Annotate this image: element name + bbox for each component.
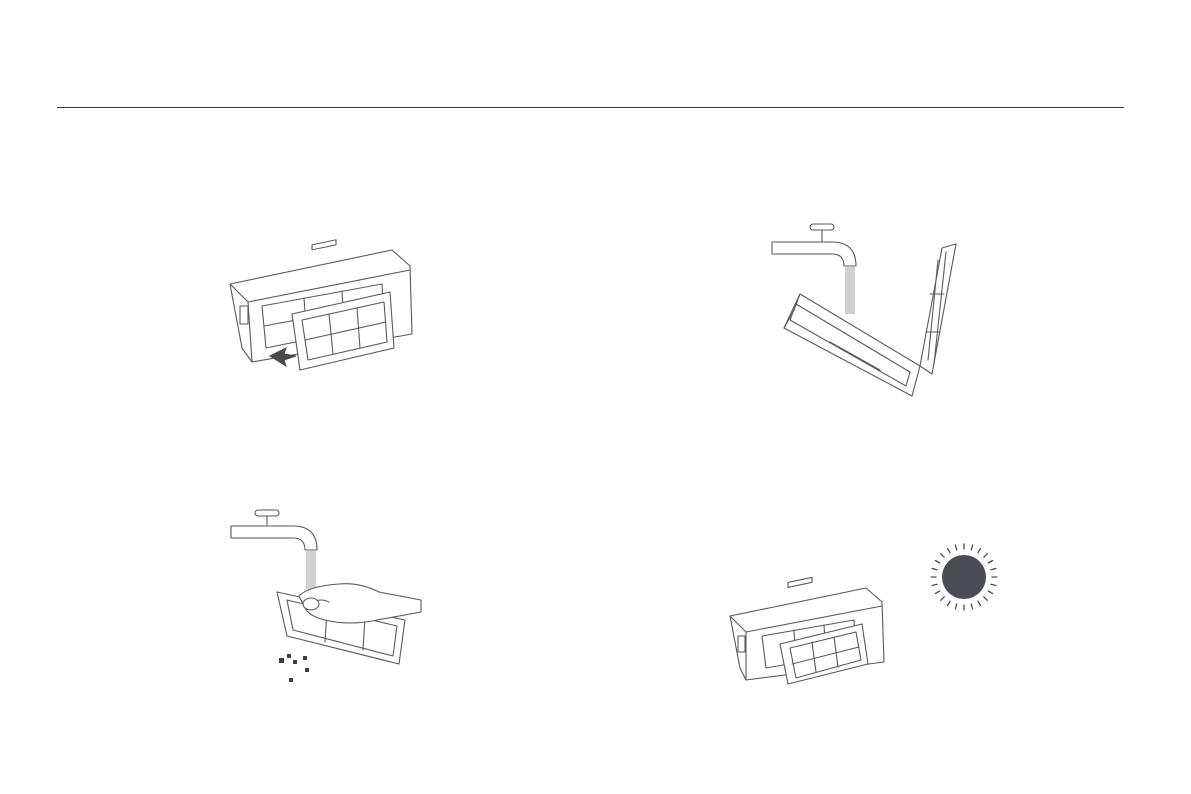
sun-icon: [942, 555, 986, 599]
water-stream: [845, 266, 855, 314]
sun-ray: [991, 584, 996, 585]
sun-ray: [932, 584, 937, 585]
faucet-hand-filter-icon: [229, 508, 429, 688]
sun-ray: [948, 548, 951, 552]
debris-particles: [279, 654, 309, 682]
sun-ray: [935, 591, 939, 594]
sun-ray: [978, 548, 981, 552]
sun-dustbin-icon: [724, 540, 1014, 690]
sun-ray: [941, 597, 945, 601]
sun-ray: [988, 591, 992, 594]
sun-ray: [988, 561, 992, 564]
dustbin-filter-removal-icon: [222, 244, 422, 374]
dry-and-reassemble-illustration: [724, 540, 1014, 690]
sun-ray: [948, 601, 951, 605]
rinse-dustbin-illustration: [770, 224, 970, 409]
sun-ray: [941, 554, 945, 558]
sun-ray: [984, 597, 988, 601]
sun-ray: [935, 561, 939, 564]
sun-ray: [971, 545, 972, 550]
sun-ray: [971, 604, 972, 609]
sun-ray: [955, 604, 956, 609]
header-rule: [57, 107, 1124, 108]
sun-ray: [955, 545, 956, 550]
faucet-handle-icon: [810, 224, 834, 230]
sun-ray: [932, 568, 937, 569]
sun-ray: [991, 568, 996, 569]
rinse-filter-illustration: [229, 508, 429, 688]
remove-filter-illustration: [222, 244, 422, 374]
faucet-dustbin-icon: [770, 224, 970, 409]
sun-ray: [984, 554, 988, 558]
sun-ray: [978, 601, 981, 605]
